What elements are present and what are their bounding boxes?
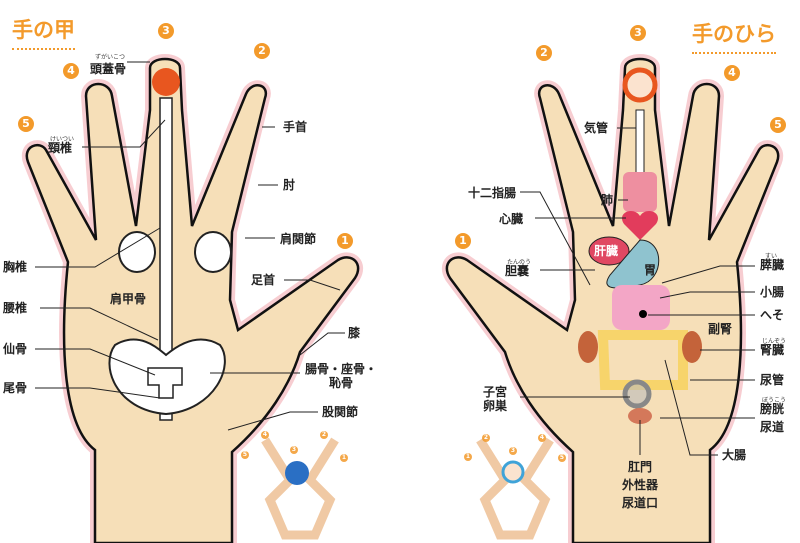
label-sacrum: 仙骨 [3,342,28,356]
palm-finger-number-5: 5 [770,117,786,133]
organs [578,67,702,424]
kidney-ruby: じんぞう [762,338,787,345]
label-anus-genital: 肛門 外性器 尿道口 [622,460,659,510]
face-icon [622,67,658,103]
label-hip-joint: 股関節 [322,405,359,419]
label-gallbladder: 胆嚢 [505,264,530,278]
label-cervical: 頸椎 [48,141,73,155]
finger-number-3: 3 [158,23,174,39]
label-lung: 肺 [601,193,614,207]
label-lumbar: 腰椎 [3,301,28,315]
label-knee: 膝 [348,326,361,340]
mini-palm-number-5: 5 [558,454,566,462]
mini-palm-number-3: 3 [509,447,517,455]
hair-icon [152,68,180,96]
label-large-intestine: 大腸 [722,448,747,462]
label-heart: 心臓 [499,212,524,226]
label-trachea: 気管 [584,121,609,135]
label-wrist: 手首 [283,120,308,134]
mini-number-1: 1 [340,454,348,462]
label-liver: 肝臓 [594,244,619,258]
label-bladder: 膀胱 [760,402,785,416]
label-pelvis: 腸骨・座骨・ 恥骨 [305,362,378,390]
heart-icon [621,210,659,240]
mini-number-4: 4 [261,431,269,439]
spine [159,97,173,421]
scapula-left [118,231,156,273]
label-uterus-ovary: 子宮 卵巣 [483,385,508,413]
label-small-intestine: 小腸 [760,285,785,299]
label-kidney: 腎臓 [760,343,785,357]
pancreas-ruby: すい [765,253,778,260]
mini-number-5: 5 [241,451,249,459]
mini-palm-number-1: 1 [464,453,472,461]
mini-palm-number-2: 2 [482,434,490,442]
label-navel: へそ [760,308,785,322]
finger-number-4: 4 [63,63,79,79]
gallbladder-ruby: たんのう [507,259,532,266]
cervical-ruby: けいつい [50,136,75,143]
finger-number-1: 1 [337,233,353,249]
back-of-hand [27,59,358,543]
label-elbow: 肘 [283,178,296,192]
palm-finger-number-2: 2 [536,45,552,61]
label-ureter: 尿管 [760,373,785,387]
scapula-right [194,231,232,273]
palm-finger-number-3: 3 [630,25,646,41]
label-thoracic: 胸椎 [3,260,28,274]
back-of-hand-title: 手の甲 [12,14,75,50]
finger-number-2: 2 [254,43,270,59]
label-stomach: 胃 [644,263,657,277]
mini-number-2: 2 [320,431,328,439]
palm-finger-number-1: 1 [455,233,471,249]
mini-palm-number-4: 4 [538,434,546,442]
label-adrenal: 副腎 [708,322,733,336]
skull-ruby: ずがいこつ [95,54,126,61]
mini-number-3: 3 [290,446,298,454]
leader-lines [35,61,755,456]
label-coccyx: 尾骨 [3,381,28,395]
label-scapula: 肩甲骨 [110,292,147,306]
label-pancreas: 膵臓 [760,258,785,272]
label-shoulder: 肩関節 [280,232,317,246]
mini-figure-front [476,437,554,540]
label-ankle: 足首 [251,273,276,287]
bladder-ruby: ぼうこう [762,397,787,404]
finger-number-5: 5 [18,116,34,132]
label-duodenum: 十二指腸 [468,186,517,200]
palm-finger-number-4: 4 [724,65,740,81]
palm-title: 手のひら [692,18,776,54]
label-skull: 頭蓋骨 [90,62,127,76]
label-urethra: 尿道 [760,420,785,434]
mini-figure-back [261,437,339,540]
